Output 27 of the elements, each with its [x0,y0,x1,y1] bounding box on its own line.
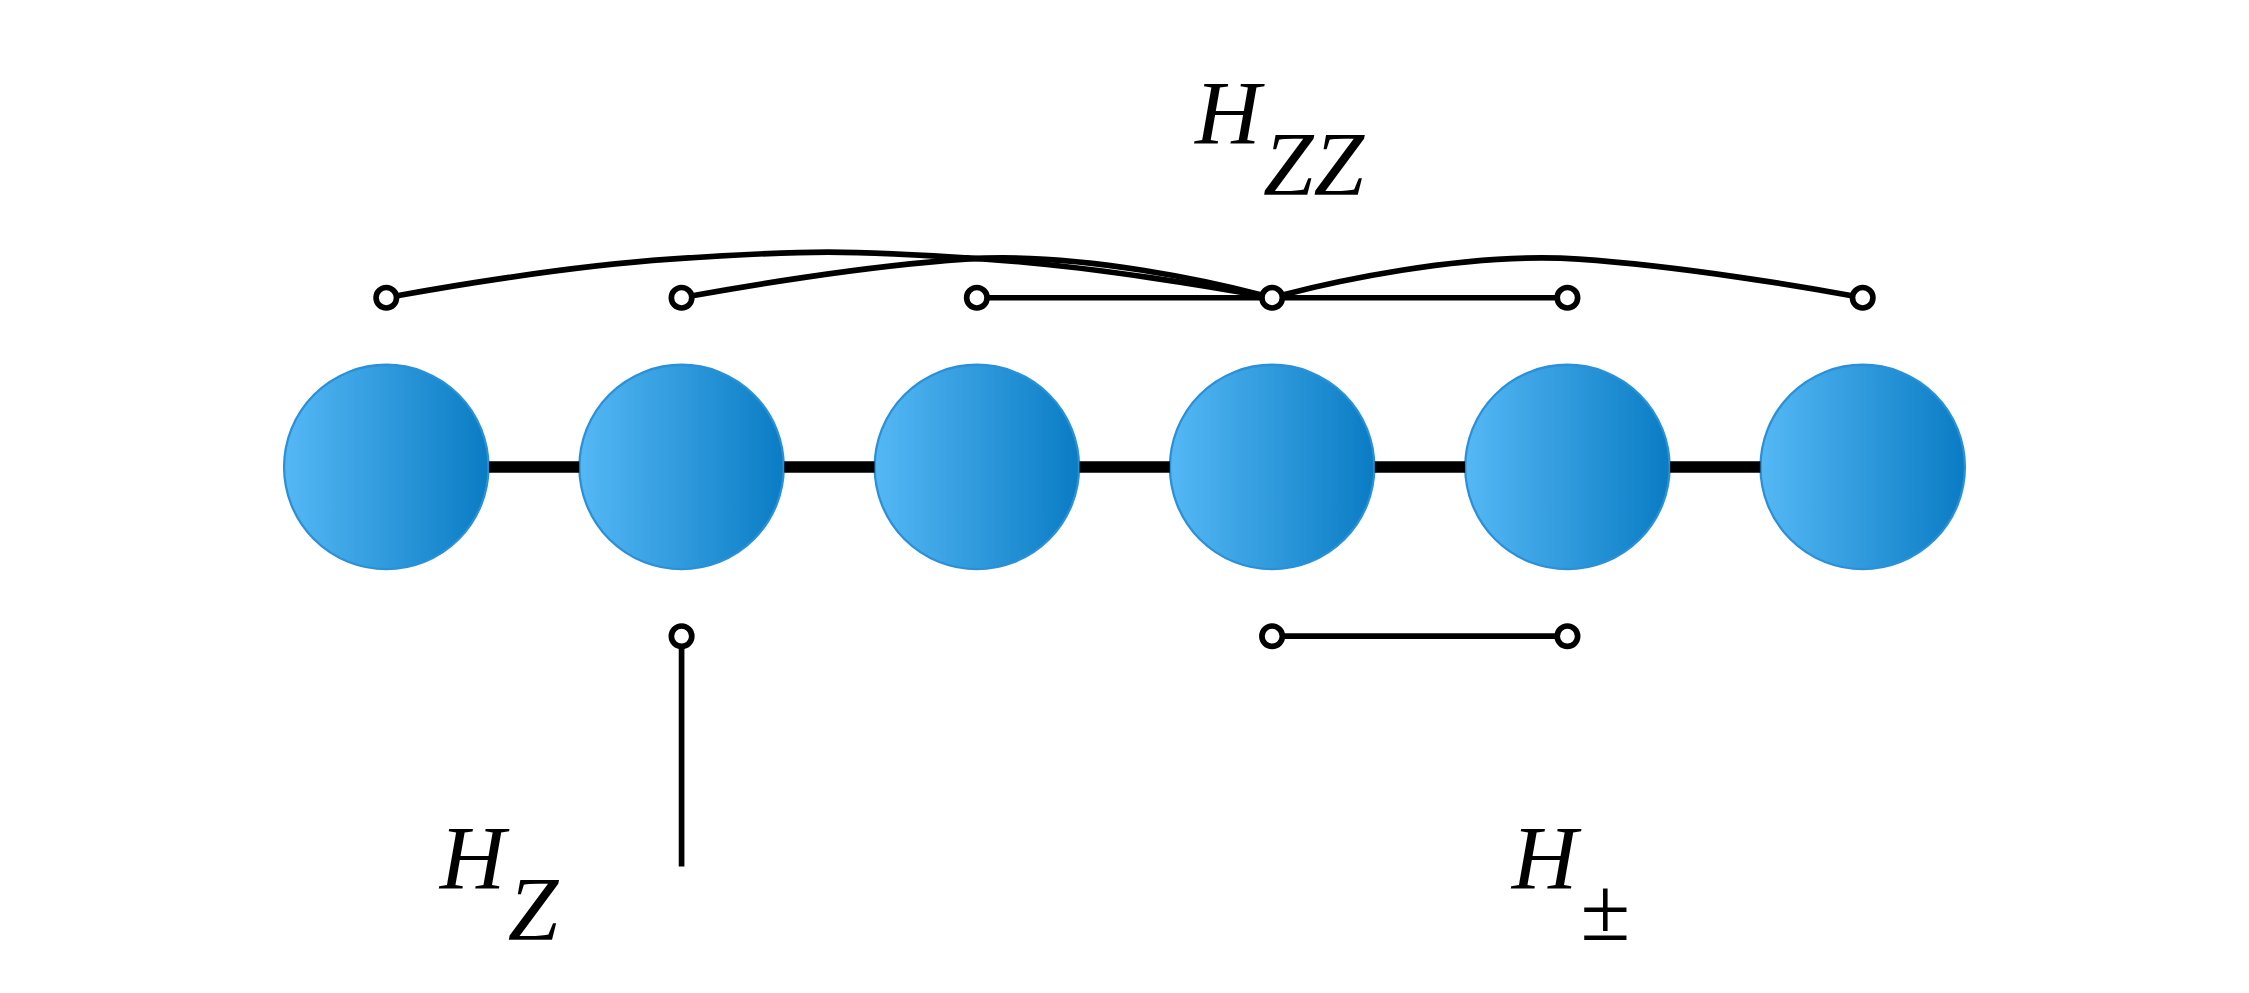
node-circle [668,623,695,650]
node-circle [1554,284,1581,311]
node-circle [373,284,400,311]
connector [784,461,875,473]
node-circle [1759,363,1967,571]
connector [1079,461,1170,473]
node-circle [873,363,1081,571]
connector [488,461,580,473]
node-circle [578,363,785,571]
node-circle [1259,623,1286,650]
node-circle [282,363,490,571]
connector [678,647,685,867]
node-circle [963,284,990,311]
node-circle [1849,284,1876,311]
connector [1670,461,1761,473]
connector [1282,633,1557,640]
node-circle [1168,363,1376,571]
connector [1282,294,1557,301]
connector [396,249,1262,299]
node-circle [1464,363,1671,571]
node-circle [668,284,695,311]
connector [987,294,1261,301]
connector [1282,255,1853,299]
connector [691,255,1263,299]
node-circle [1554,623,1581,650]
node-circle [1259,284,1286,311]
connector [1374,461,1466,473]
